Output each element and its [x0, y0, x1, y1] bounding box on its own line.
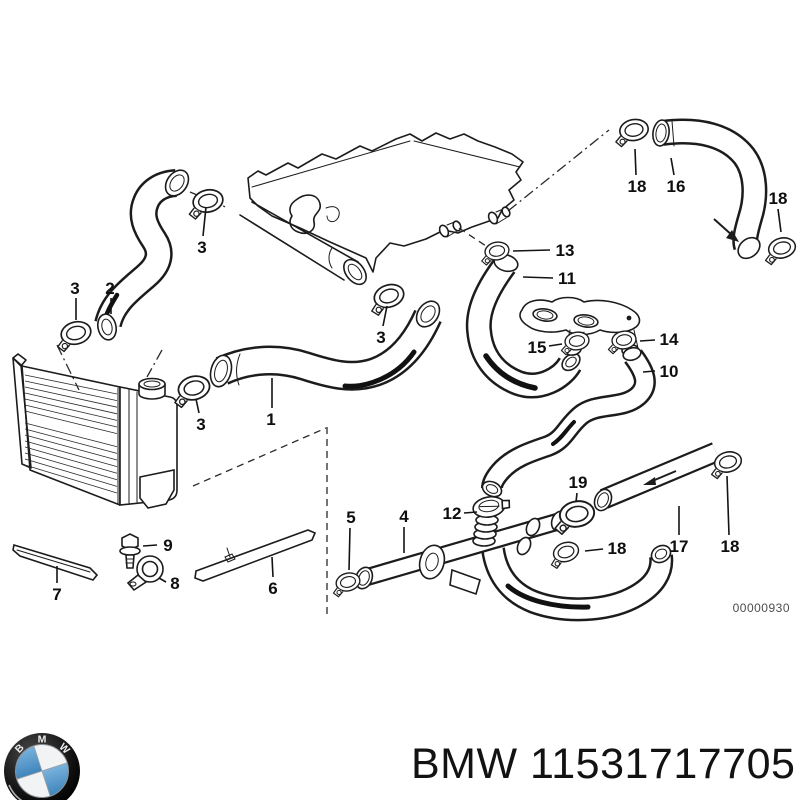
engine-block	[239, 132, 524, 286]
part-label-15: 15	[528, 338, 563, 357]
hose-1	[209, 300, 442, 391]
radiator-foot	[139, 469, 175, 509]
svg-text:8: 8	[170, 574, 179, 593]
bmw-roundel-logo: B M W	[4, 733, 80, 800]
part-number-labels: 3 3 2 3 3 1 13 11 15 14 10 18 16 18 12 19 18 17 18 5 4 9 8 7 6	[52, 148, 788, 604]
part-label-5: 5	[346, 508, 356, 571]
svg-text:3: 3	[70, 279, 79, 298]
svg-text:3: 3	[376, 328, 385, 347]
svg-text:1: 1	[266, 410, 275, 429]
part-label-11: 11	[522, 269, 576, 288]
part-label-3: 3	[197, 206, 207, 257]
svg-text:12: 12	[443, 504, 462, 523]
svg-text:17: 17	[670, 537, 689, 556]
svg-text:11: 11	[558, 269, 576, 288]
hose-clamps	[52, 116, 800, 599]
radiator-cap	[138, 377, 166, 400]
svg-text:3: 3	[197, 238, 206, 257]
svg-text:6: 6	[268, 579, 277, 598]
part-label-17: 17	[670, 506, 689, 556]
svg-text:16: 16	[667, 177, 686, 196]
part-label-12: 12	[443, 504, 478, 523]
water-neck	[239, 194, 367, 286]
hose-16	[652, 118, 768, 260]
part-label-16: 16	[667, 157, 686, 196]
svg-text:10: 10	[660, 362, 679, 381]
brand-name: BMW	[411, 740, 518, 788]
exploded-parts-drawing: 3 3 2 3 3 1 13 11 15 14 10 18 16 18 12 19 18 17 18 5 4 9 8 7 6 0…	[12, 116, 800, 622]
bolt-9	[119, 533, 141, 569]
molding-strip-7	[12, 543, 99, 581]
clamp-3	[168, 372, 214, 410]
bracket-6	[194, 529, 317, 582]
roundel-letter: M	[38, 734, 47, 746]
part-label-9: 9	[142, 536, 173, 555]
svg-text:3: 3	[196, 415, 205, 434]
part-label-7: 7	[52, 566, 62, 604]
clamp-18	[611, 116, 652, 149]
svg-text:2: 2	[105, 279, 114, 298]
part-label-6: 6	[268, 556, 278, 598]
part-label-3: 3	[70, 279, 80, 320]
svg-text:18: 18	[608, 539, 627, 558]
coolant-stub	[438, 220, 462, 238]
hose-2	[94, 169, 190, 341]
t-pipe-4	[354, 510, 568, 596]
part-label-18: 18	[584, 539, 627, 558]
part-label-3: 3	[195, 398, 206, 434]
p-clip-8	[126, 555, 164, 592]
part-label-18: 18	[769, 189, 788, 233]
part-label-2: 2	[105, 279, 115, 314]
clamp-18	[760, 234, 800, 267]
roundel-quadrants	[15, 745, 69, 797]
svg-text:7: 7	[52, 585, 61, 604]
part-label-18: 18	[628, 148, 647, 196]
part-label-19: 19	[569, 473, 588, 503]
flow-arrow	[713, 218, 739, 242]
part-number: 11531717705	[530, 740, 796, 788]
clamp-3	[52, 317, 96, 354]
svg-text:19: 19	[569, 473, 588, 492]
svg-text:9: 9	[163, 536, 172, 555]
part-label-4: 4	[399, 507, 409, 553]
part-number-title: BMW 11531717705	[411, 740, 795, 789]
inlet-cap-12	[472, 495, 511, 519]
svg-text:18: 18	[721, 537, 740, 556]
svg-text:14: 14	[660, 330, 679, 349]
svg-text:13: 13	[556, 241, 575, 260]
part-label-13: 13	[512, 241, 575, 260]
grommet-ring	[418, 544, 446, 580]
coolant-stub	[487, 206, 511, 225]
part-label-8: 8	[158, 574, 180, 593]
hose-10	[481, 346, 656, 498]
pipe-17	[593, 442, 721, 512]
part-label-18: 18	[721, 475, 740, 556]
bellows-stub	[472, 514, 499, 547]
radiator-tank	[119, 386, 178, 509]
part-label-14: 14	[639, 330, 679, 349]
svg-text:18: 18	[769, 189, 788, 208]
part-label-3: 3	[376, 305, 388, 347]
svg-text:4: 4	[399, 507, 409, 526]
radiator	[12, 353, 178, 509]
svg-text:18: 18	[628, 177, 647, 196]
svg-text:15: 15	[528, 338, 547, 357]
u-bend-hose	[481, 544, 674, 622]
clamp-18	[545, 538, 583, 571]
bracket-tab	[449, 568, 481, 596]
part-label-1: 1	[266, 378, 276, 429]
flow-arrow	[643, 470, 677, 485]
clamp-3	[364, 280, 409, 318]
svg-text:5: 5	[346, 508, 355, 527]
part-label-10: 10	[642, 362, 679, 381]
watermark: 00000930	[733, 601, 790, 615]
